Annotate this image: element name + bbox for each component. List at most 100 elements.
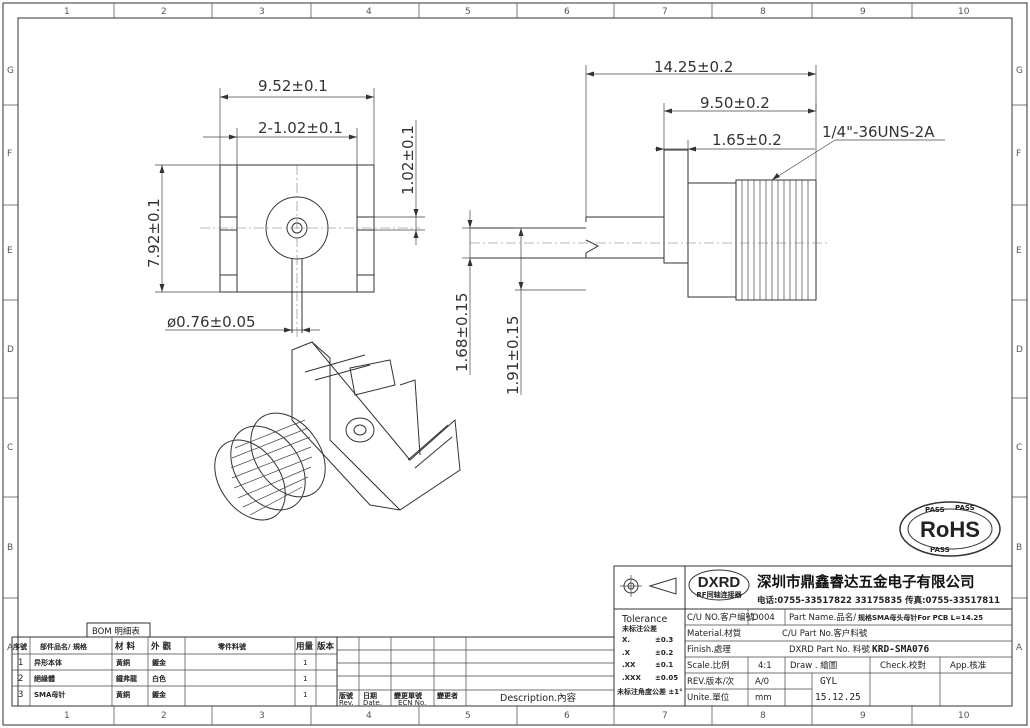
bom-header-material: 材 料 xyxy=(114,641,135,652)
bom-row-2-qty: 1 xyxy=(303,675,307,683)
bom-row-3-name: SMA母针 xyxy=(34,690,65,699)
tol-val-3: ±0.05 xyxy=(655,674,678,682)
company-name: 深圳市鼎鑫睿达五金电子有限公司 xyxy=(757,573,975,591)
app-label: App.核准 xyxy=(950,660,987,671)
unit-label: Unite.單位 xyxy=(687,692,730,703)
iso-thread xyxy=(214,412,326,521)
bom-row-3-no: 3 xyxy=(18,690,23,700)
col-3: 3 xyxy=(259,7,265,17)
row-E: E xyxy=(7,246,13,256)
row-A-right: A xyxy=(1016,643,1023,653)
finish-label: Finish.處理 xyxy=(687,644,731,655)
material-label: Material.材質 xyxy=(687,628,742,639)
dim-front-pin-pitch: 2-1.02±0.1 xyxy=(258,119,343,137)
company-contact: 电话:0755-33517822 33175835 传真:0755-335178… xyxy=(757,595,1000,606)
scale-value: 4:1 xyxy=(758,661,772,671)
dim-front-height: 7.92±0.1 xyxy=(145,198,163,268)
col-8: 8 xyxy=(760,7,766,17)
bom-header-finish: 外 觀 xyxy=(150,641,171,652)
row-F-right: F xyxy=(1016,149,1021,159)
dim-front-pin-dia: ø0.76±0.05 xyxy=(167,313,256,331)
bom-row-2-no: 2 xyxy=(18,674,23,684)
bom-header-name: 部件品名/ 規格 xyxy=(40,642,88,651)
dim-side-offset-b: 1.91±0.15 xyxy=(504,316,522,395)
part-name-label: Part Name.品名/ xyxy=(789,612,856,623)
part-name-value: 规格SMA母头母针For PCB L=14.25 xyxy=(858,613,983,622)
bom-row-2-material: 鐵弗龍 xyxy=(116,674,137,683)
side-thread xyxy=(735,179,817,301)
bom-row-1-material: 黃銅 xyxy=(115,658,130,667)
tol-key-3: .XXX xyxy=(622,674,641,682)
bom-header-rev: 版本 xyxy=(316,641,335,652)
row-C-right: C xyxy=(1016,443,1022,453)
dim-front-pin-height: 1.02±0.1 xyxy=(399,125,417,195)
side-view: 14.25±0.2 9.50±0.2 1.65±0.2 1/4"-36UNS-2… xyxy=(453,58,945,395)
company-logo: DXRD xyxy=(698,574,741,591)
check-label: Check.校對 xyxy=(880,660,926,671)
col-10-bottom: 10 xyxy=(958,711,970,721)
projection-symbol xyxy=(620,575,677,597)
company-logo-sub: RF同轴连接器 xyxy=(696,590,742,599)
tol-key-2: .XX xyxy=(622,661,636,669)
rohs-pass-2: PASS xyxy=(955,504,975,512)
col-6: 6 xyxy=(564,7,570,17)
tol-val-1: ±0.2 xyxy=(655,649,673,657)
rev-header-date-en: Date. xyxy=(363,699,382,707)
draw-label: Draw . 繪圖 xyxy=(790,660,837,671)
col-10: 10 xyxy=(958,7,970,17)
col-5: 5 xyxy=(465,7,471,17)
rohs-stamp: RoHS PASS PASS PASS xyxy=(899,501,1001,557)
bom-header-qty: 用量 xyxy=(295,641,314,652)
tol-val-0: ±0.3 xyxy=(655,636,673,644)
dim-side-body: 9.50±0.2 xyxy=(700,94,770,112)
tol-key-0: X. xyxy=(622,636,630,644)
col-4: 4 xyxy=(366,7,372,17)
rev-header-ecn-en: ECN No. xyxy=(398,699,426,707)
bom-row-3-material: 黃銅 xyxy=(115,690,130,699)
tol-val-2: ±0.1 xyxy=(655,661,673,669)
rev-label: REV.版本/次 xyxy=(687,676,735,687)
bom-row-1-qty: 1 xyxy=(303,659,307,667)
bom-row-1-finish: 鍍金 xyxy=(151,658,167,667)
col-9: 9 xyxy=(860,7,866,17)
col-8-bottom: 8 xyxy=(760,711,766,721)
bom-header-partno: 零件料號 xyxy=(217,642,246,651)
rev-header-date: 日期 xyxy=(363,691,377,700)
col-1: 1 xyxy=(64,7,70,17)
bom-title: BOM 明細表 xyxy=(92,626,140,637)
col-4-bottom: 4 xyxy=(366,711,372,721)
scale-label: Scale.比例 xyxy=(687,660,730,671)
row-G-right: G xyxy=(1016,66,1023,76)
row-markers: G F E D C B A G F E D C B A xyxy=(3,66,1027,653)
dxrd-part-value: KRD-SMA076 xyxy=(872,644,929,655)
front-view: 9.52±0.1 2-1.02±0.1 1.02±0.1 7.92±0.1 ø0… xyxy=(145,77,425,340)
bom-row-2-name: 絕緣體 xyxy=(34,674,55,683)
tolerance-sub: 未标注公差 xyxy=(622,624,657,633)
dim-side-flange: 1.65±0.2 xyxy=(712,131,782,149)
row-B: B xyxy=(7,543,13,553)
col-9-bottom: 9 xyxy=(860,711,866,721)
col-2: 2 xyxy=(161,7,167,17)
rev-header-no-en: Rev. xyxy=(339,699,354,707)
dim-side-offset-a: 1.68±0.15 xyxy=(453,293,471,372)
bom-row-2-finish: 白色 xyxy=(152,674,166,683)
row-C: C xyxy=(7,443,13,453)
bom-row-1-name: 异形本体 xyxy=(34,658,63,667)
logo-ellipse xyxy=(688,569,750,601)
title-block: DXRD RF同轴连接器 深圳市鼎鑫睿达五金电子有限公司 电话:0755-335… xyxy=(613,565,1013,707)
rev-header-changer: 變更者 xyxy=(437,691,458,700)
row-G: G xyxy=(7,66,14,76)
col-6-bottom: 6 xyxy=(564,711,570,721)
col-2-bottom: 2 xyxy=(161,711,167,721)
tol-key-1: .X xyxy=(622,649,631,657)
dim-side-total: 14.25±0.2 xyxy=(654,58,733,76)
bom-header-no: 序號 xyxy=(12,642,27,651)
cu-no-value: D004 xyxy=(752,613,775,623)
rev-header-no: 版號 xyxy=(339,691,353,700)
tolerance-title: Tolerance xyxy=(621,614,667,625)
dxrd-part-label: DXRD Part No. 料號 xyxy=(789,644,870,655)
bom-row-3-finish: 鍍金 xyxy=(151,690,167,699)
bom-row-1-no: 1 xyxy=(18,658,23,668)
drawer-name: GYL xyxy=(820,676,837,687)
